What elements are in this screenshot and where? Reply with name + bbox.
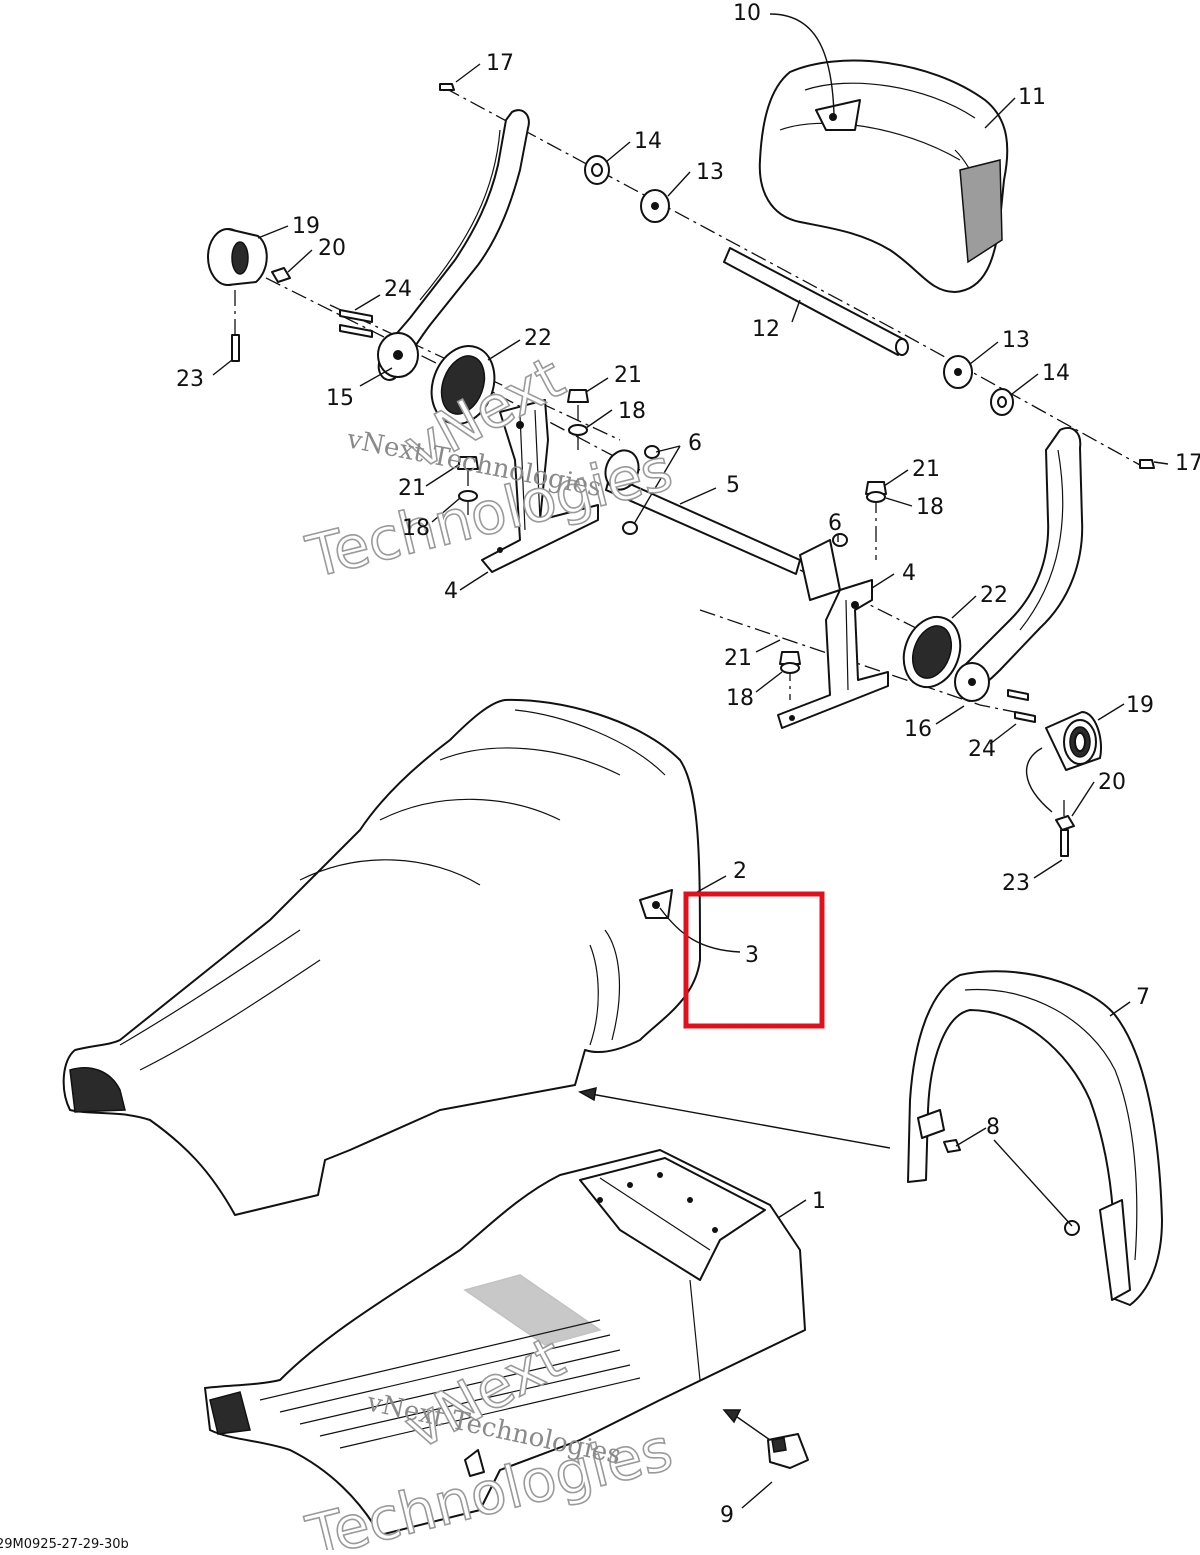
callout-24a: 24 [384,277,412,302]
brackets-and-shaft [481,399,889,729]
backrest-part [758,59,1009,293]
callout-20a: 20 [318,236,346,261]
callout-21c: 21 [912,457,940,482]
callout-18d: 18 [726,686,754,711]
callout-16: 16 [904,717,932,742]
callout-23b: 23 [1002,871,1030,896]
callout-7: 7 [1136,985,1150,1010]
callout-14a: 14 [634,129,662,154]
callout-labels: 10 11 17 14 13 19 20 24 22 23 15 12 13 1… [176,1,1200,1528]
hardware-parts [207,83,1155,1469]
rear-closeout-part [907,970,1163,1306]
callout-12: 12 [752,317,780,342]
callout-10: 10 [733,1,761,26]
callout-18c: 18 [916,495,944,520]
left-arm-part [377,109,530,381]
callout-18a: 18 [618,399,646,424]
callout-11: 11 [1018,85,1046,110]
callout-2: 2 [733,859,747,884]
callout-21a: 21 [614,363,642,388]
callout-15: 15 [326,386,354,411]
callout-19a: 19 [292,214,320,239]
callout-17b: 17 [1175,451,1200,476]
callout-21b: 21 [398,476,426,501]
seat-part [62,698,701,1216]
callout-9: 9 [720,1503,734,1528]
callout-1: 1 [812,1189,826,1214]
callout-3: 3 [745,943,759,968]
callout-4b: 4 [902,561,916,586]
callout-13a: 13 [696,160,724,185]
callout-17a: 17 [486,51,514,76]
right-arm-part [954,427,1084,702]
callout-22b: 22 [980,583,1008,608]
callout-19b: 19 [1126,693,1154,718]
callout-14b: 14 [1042,361,1070,386]
callout-24b: 24 [968,737,996,762]
callout-13b: 13 [1002,328,1030,353]
callout-21d: 21 [724,646,752,671]
figure-code: 29M0925-27-29-30b [0,1537,129,1550]
callout-8: 8 [986,1115,1000,1140]
seat-base-part [204,1149,806,1536]
callout-18b: 18 [402,516,430,541]
callout-20b: 20 [1098,770,1126,795]
callout-6b: 6 [828,511,842,536]
callout-5: 5 [726,473,740,498]
callout-22a: 22 [524,326,552,351]
callout-23a: 23 [176,367,204,392]
highlight-box-callout-3 [683,891,825,1029]
assembly-axes [234,87,1141,830]
callout-6a: 6 [688,431,702,456]
callout-4a: 4 [444,579,458,604]
